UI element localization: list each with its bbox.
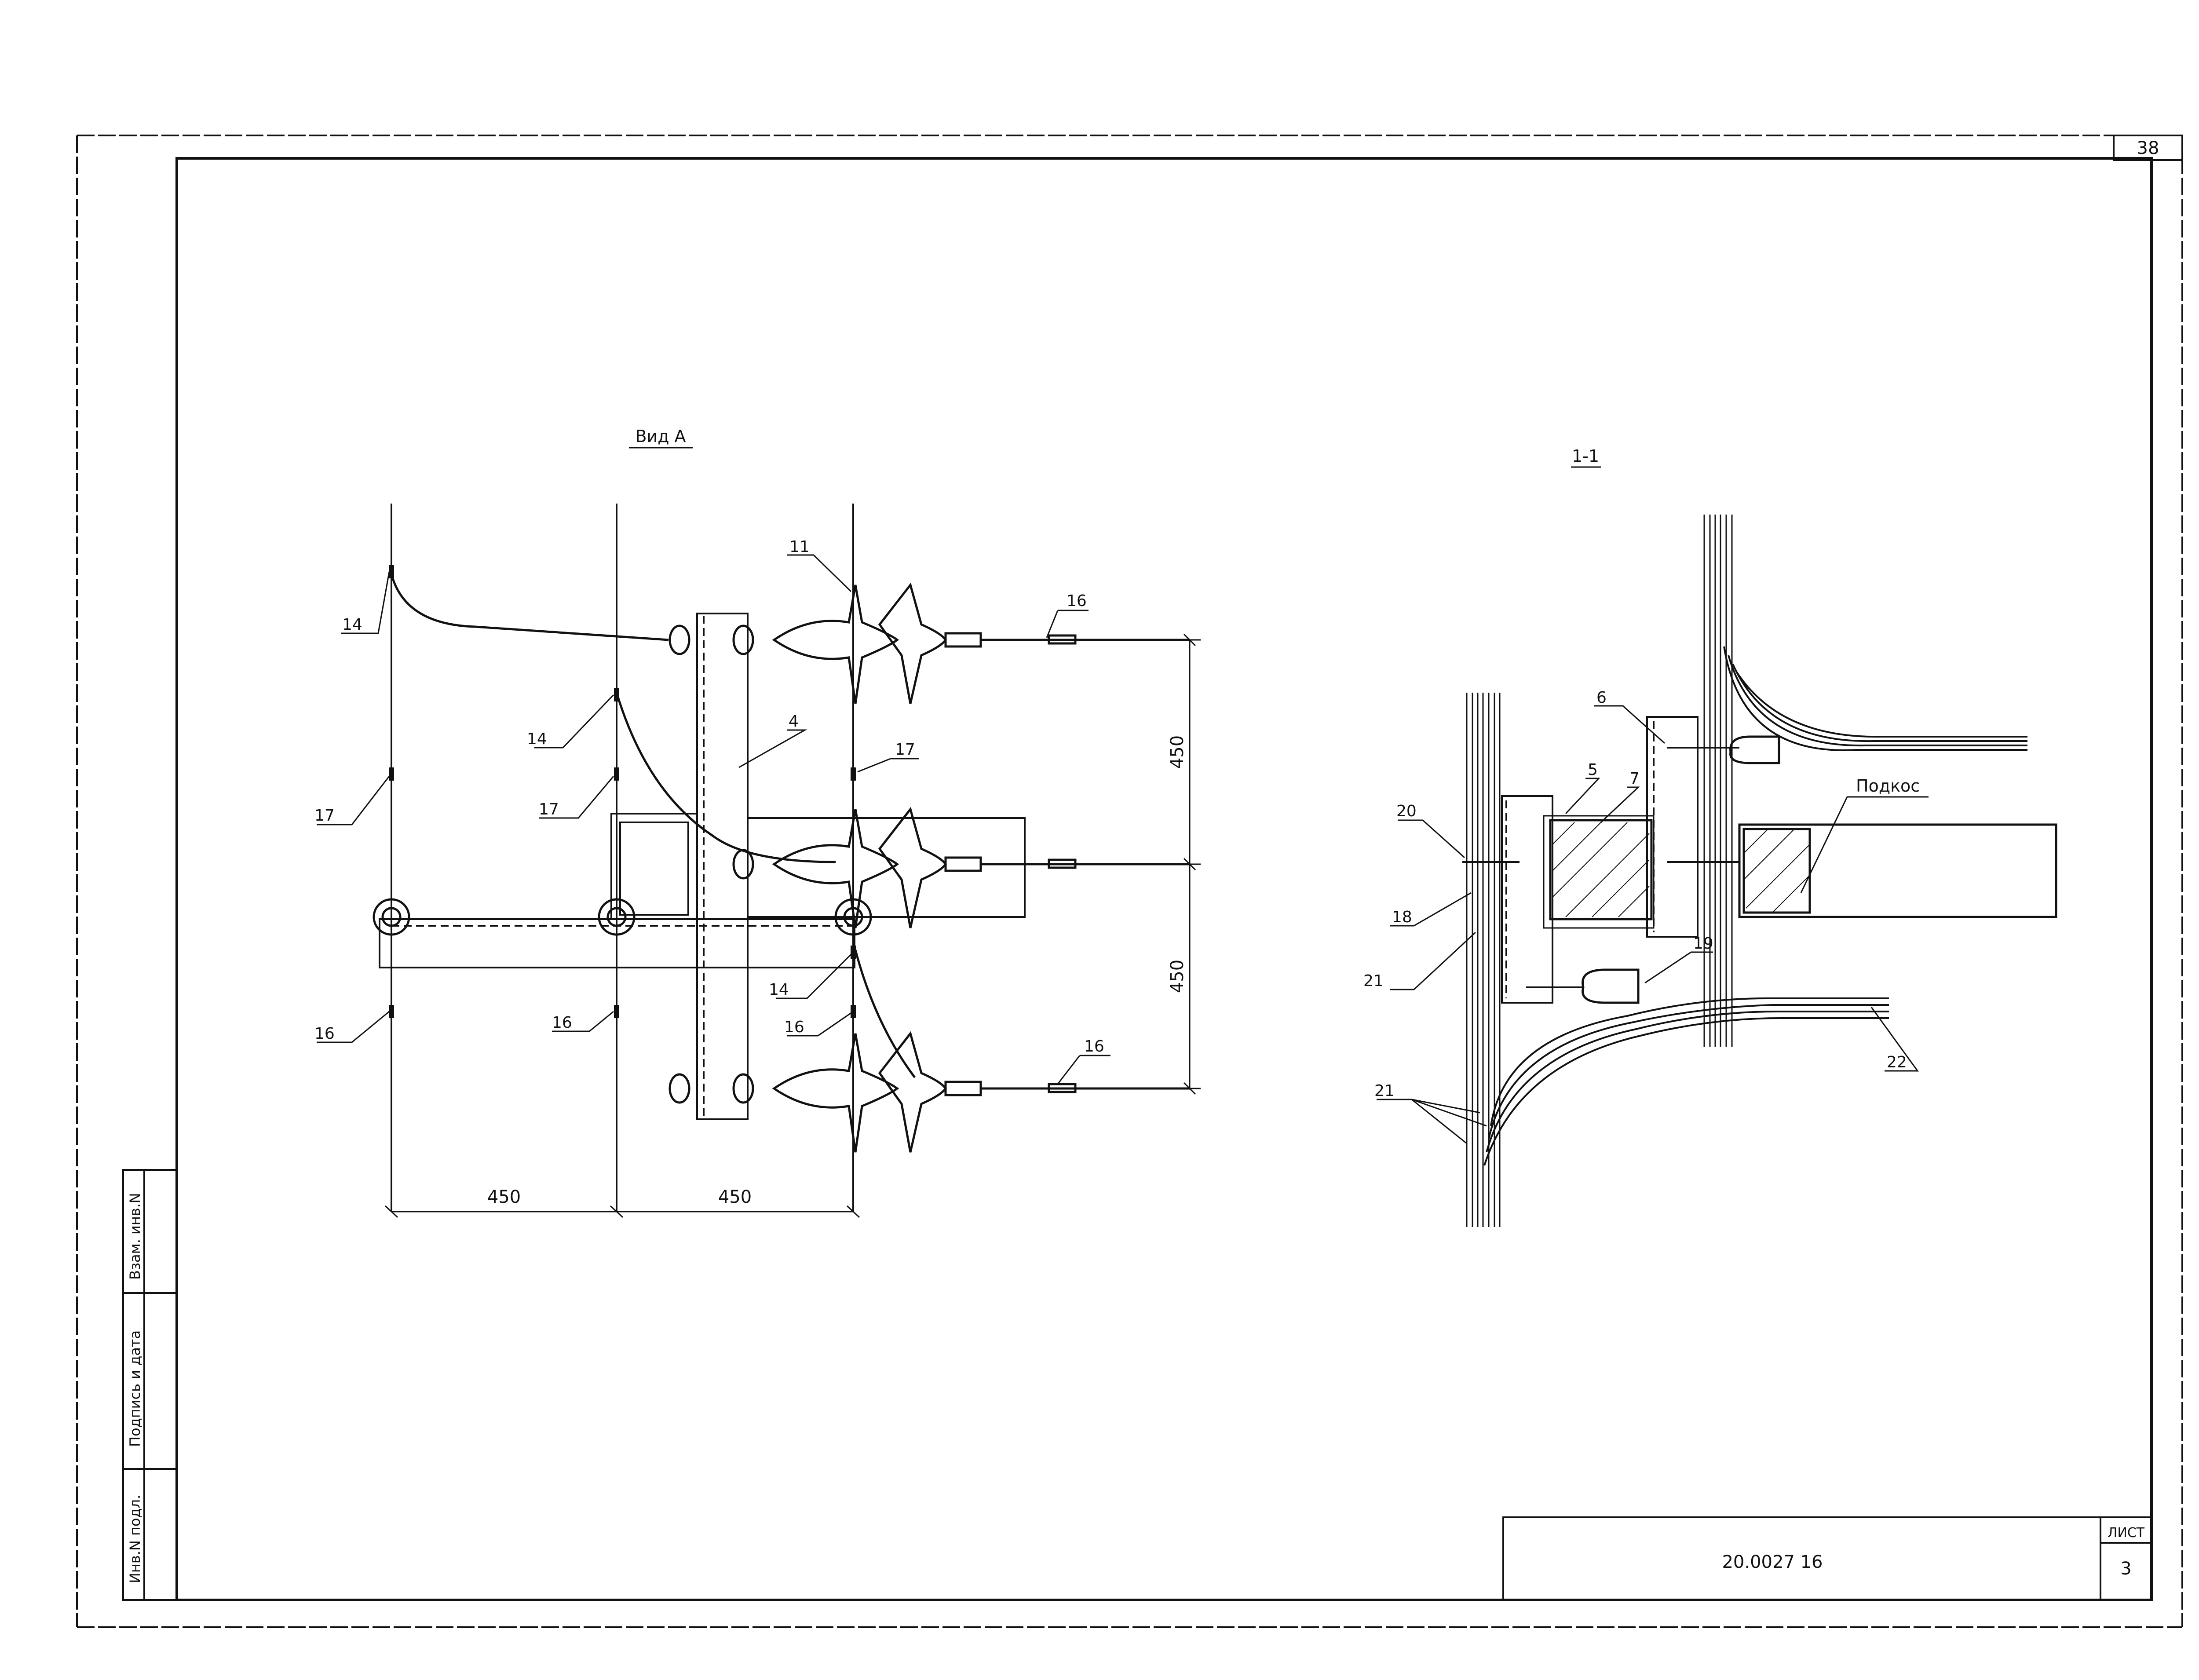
callout-16-mid: 16 <box>552 1014 572 1032</box>
side-stamp <box>122 1169 178 1601</box>
top-sheet-number-box <box>2113 135 2183 161</box>
view-a: Вид А <box>314 427 1201 1218</box>
view-a-leaders <box>317 554 1110 1085</box>
callout-14-low: 14 <box>769 981 789 999</box>
callout-6: 6 <box>1596 689 1607 707</box>
top-sheet-number: 38 <box>2137 138 2159 158</box>
insulator-middle <box>732 807 1190 928</box>
inner-frame <box>175 157 2153 1601</box>
dim-horizontal-right: 450 <box>718 1187 752 1207</box>
insulator-top <box>668 582 1190 704</box>
callout-17-left: 17 <box>314 807 335 825</box>
right-pole-wires <box>1703 515 1733 1047</box>
callout-7: 7 <box>1629 770 1640 788</box>
bolts <box>1462 747 1739 988</box>
callout-21-b: 21 <box>1374 1082 1395 1100</box>
callout-16-top: 16 <box>1067 592 1087 610</box>
stamp-sign-date: Подпись и дата <box>127 1330 143 1447</box>
jumper-wires <box>390 573 916 1078</box>
callout-19: 19 <box>1693 935 1713 953</box>
concrete-crossarm-section <box>1543 815 1655 929</box>
callout-16-low: 16 <box>784 1018 804 1036</box>
brace-section <box>1738 823 2057 918</box>
insulator-bracket <box>610 613 1026 1120</box>
brace-label: Подкос <box>1856 776 1920 796</box>
callout-4: 4 <box>789 712 799 730</box>
callout-17-right: 17 <box>895 741 915 759</box>
dimension-lines <box>384 633 1201 1218</box>
callout-18: 18 <box>1392 908 1412 926</box>
outgoing-wires <box>1483 646 2027 1166</box>
callout-14-mid: 14 <box>527 730 547 748</box>
callout-20: 20 <box>1396 802 1417 820</box>
dim-vertical-bottom: 450 <box>1167 960 1187 993</box>
section-title: 1-1 <box>1572 446 1599 466</box>
dim-vertical-top: 450 <box>1167 735 1187 769</box>
section-leaders <box>1377 705 1919 1144</box>
insulator-shackles <box>1582 735 1780 1004</box>
doc-code: 20.0027 16 <box>1722 1552 1823 1572</box>
section-1-1: 1-1 <box>1363 446 2057 1227</box>
callout-16-bottom: 16 <box>1084 1037 1104 1055</box>
insulator-bottom <box>668 1031 1190 1153</box>
callout-11: 11 <box>789 538 810 556</box>
callout-14-top: 14 <box>342 616 362 634</box>
vertical-conductors <box>391 504 854 1212</box>
stamp-inv-podl: Инв.N подл. <box>127 1495 143 1583</box>
wire-clamps <box>389 565 856 1018</box>
view-a-title: Вид А <box>635 427 686 446</box>
callout-21-a: 21 <box>1363 972 1384 990</box>
sheet-number: 3 <box>2120 1559 2131 1579</box>
outer-frame <box>76 135 2183 1628</box>
title-block <box>1502 1516 2152 1601</box>
left-pole-wires <box>1466 693 1501 1227</box>
callout-17-mid: 17 <box>539 800 559 818</box>
callout-22: 22 <box>1887 1053 1907 1071</box>
sheet-label: ЛИСТ <box>2108 1525 2145 1541</box>
callout-16-left: 16 <box>314 1025 335 1043</box>
mounting-plates <box>1501 716 1699 1004</box>
callout-5: 5 <box>1588 761 1598 779</box>
dim-horizontal-left: 450 <box>487 1187 521 1207</box>
stamp-vzam-inv: Взам. инв.N <box>127 1193 143 1280</box>
